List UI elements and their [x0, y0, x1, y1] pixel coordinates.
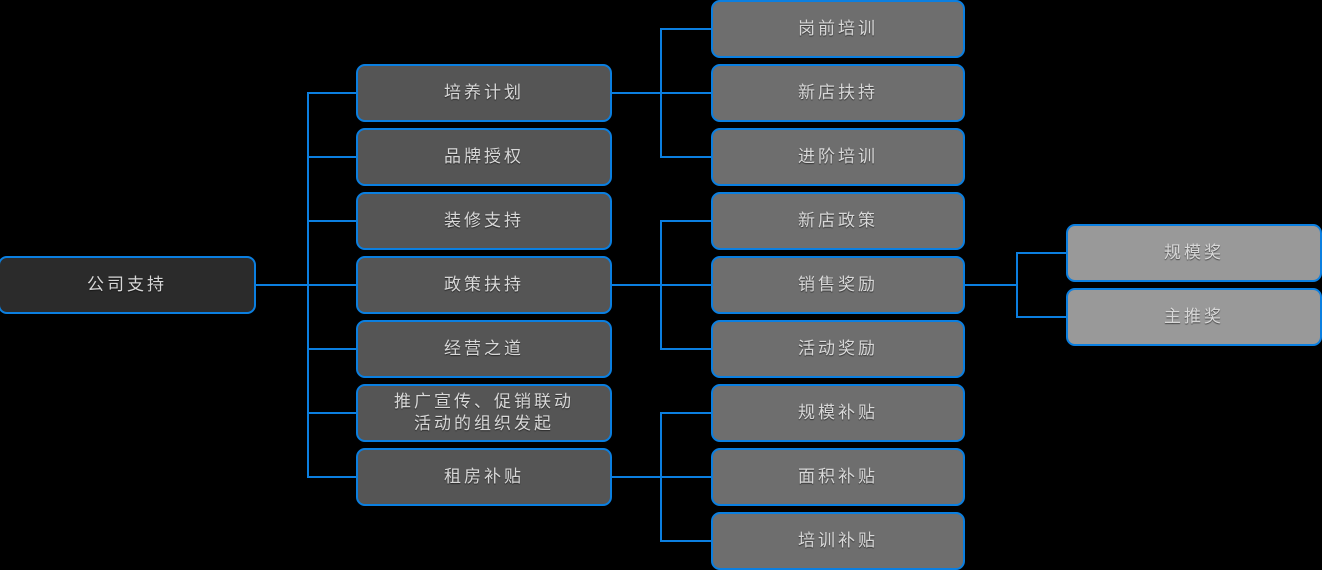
connector-level1-stub-7 — [307, 476, 356, 478]
connector-zufang-stub — [611, 476, 662, 478]
connector-level1-stub-3 — [307, 220, 356, 222]
connector-level1-stub-6 — [307, 412, 356, 414]
node-zufangbutie[interactable]: 租房补贴 — [356, 448, 612, 506]
connector-peiyang-child-2 — [660, 92, 711, 94]
node-guimojiang[interactable]: 规模奖 — [1066, 224, 1322, 282]
node-xiaoshoujiangli[interactable]: 销售奖励 — [711, 256, 965, 314]
node-zhutuijiang[interactable]: 主推奖 — [1066, 288, 1322, 346]
connector-level1-stub-5 — [307, 348, 356, 350]
connector-zhengce-child-2 — [660, 284, 711, 286]
node-jingyingzhidao[interactable]: 经营之道 — [356, 320, 612, 378]
node-zhengcefuchi[interactable]: 政策扶持 — [356, 256, 612, 314]
connector-zhengce-child-3 — [660, 348, 711, 350]
connector-root-stub — [256, 284, 308, 286]
connector-zufang-child-1 — [660, 412, 711, 414]
connector-level1-stub-4 — [307, 284, 356, 286]
node-mianjibutie[interactable]: 面积补贴 — [711, 448, 965, 506]
connector-xiaoshou-child-2 — [1016, 316, 1067, 318]
connector-zhengce-child-1 — [660, 220, 711, 222]
connector-peiyang-stub — [611, 92, 662, 94]
node-peiyangjihua[interactable]: 培养计划 — [356, 64, 612, 122]
connector-xiaoshou-child-1 — [1016, 252, 1067, 254]
node-huodongjiangli[interactable]: 活动奖励 — [711, 320, 965, 378]
node-zhuangxiuzhichi[interactable]: 装修支持 — [356, 192, 612, 250]
connector-level1-stub-2 — [307, 156, 356, 158]
node-guimobutie[interactable]: 规模补贴 — [711, 384, 965, 442]
node-pinpaishouquan[interactable]: 品牌授权 — [356, 128, 612, 186]
connector-xiaoshou-trunk — [1016, 252, 1018, 317]
node-peixunbutie[interactable]: 培训补贴 — [711, 512, 965, 570]
connector-zufang-child-3 — [660, 540, 711, 542]
node-root-gongsizhichi[interactable]: 公司支持 — [0, 256, 256, 314]
node-jinjiepeixun[interactable]: 进阶培训 — [711, 128, 965, 186]
node-gangqianpeixun[interactable]: 岗前培训 — [711, 0, 965, 58]
node-tuiguangxuanchuan[interactable]: 推广宣传、促销联动 活动的组织发起 — [356, 384, 612, 442]
connector-level1-stub-1 — [307, 92, 356, 94]
connector-xiaoshou-stub — [965, 284, 1017, 286]
connector-zhengce-stub — [611, 284, 662, 286]
node-xindianzhengce[interactable]: 新店政策 — [711, 192, 965, 250]
connector-zufang-child-2 — [660, 476, 711, 478]
connector-peiyang-child-1 — [660, 28, 711, 30]
connector-peiyang-child-3 — [660, 156, 711, 158]
node-xindianfuchi[interactable]: 新店扶持 — [711, 64, 965, 122]
